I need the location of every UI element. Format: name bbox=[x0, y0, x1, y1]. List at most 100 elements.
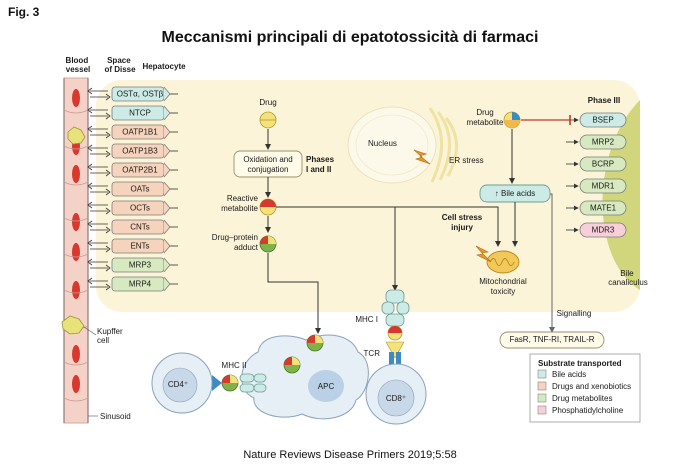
transporter-oatp1b1: OATP1B1 bbox=[87, 124, 178, 140]
er-membrane bbox=[436, 111, 451, 181]
legend-item: Drugs and xenobiotics bbox=[537, 381, 631, 391]
apc-label: APC bbox=[318, 382, 335, 391]
transporter-oatp2b1: OATP2B1 bbox=[87, 162, 178, 178]
tcr-icon bbox=[212, 375, 222, 391]
header-blood-line1: Blood bbox=[66, 56, 89, 65]
drug-label: Drug bbox=[259, 98, 276, 107]
red-blood-cell bbox=[72, 243, 80, 261]
transporter-label: OATP1B1 bbox=[122, 128, 158, 137]
transporter-box bbox=[579, 156, 627, 172]
header-disse: Space of Disse bbox=[104, 56, 136, 74]
legend-item: Drug metabolites bbox=[537, 393, 612, 403]
tcr-chain bbox=[389, 352, 394, 366]
transporter-label: OSTα, OSTβ bbox=[117, 90, 164, 99]
transporter-label: BSEP bbox=[592, 116, 613, 125]
transporter-box bbox=[579, 200, 627, 216]
arrowhead bbox=[105, 150, 111, 158]
drug-metabolite-label-1: Drug bbox=[476, 108, 493, 117]
tcr-chain bbox=[396, 352, 401, 366]
legend-swatch bbox=[537, 393, 547, 403]
er-stress-label: ER stress bbox=[449, 156, 484, 165]
cd8-cell bbox=[365, 363, 427, 425]
cd8-label: CD8⁺ bbox=[386, 394, 406, 403]
transporter-label: OATs bbox=[131, 185, 150, 194]
arrowhead bbox=[105, 169, 111, 177]
red-blood-cell bbox=[72, 345, 80, 363]
reactive-label-2: metabolite bbox=[221, 204, 258, 213]
oxidation-text-2: conjugation bbox=[248, 165, 289, 174]
cd4-label: CD4⁺ bbox=[168, 380, 188, 389]
phase-iii-label: Phase III bbox=[588, 96, 620, 105]
transporter-box bbox=[579, 222, 627, 238]
basolateral-transporters: OSTα, OSTβNTCPOATP1B1OATP1B3OATP2B1OATsO… bbox=[87, 86, 178, 292]
transporter-label: OCTs bbox=[130, 204, 150, 213]
header-disse-line2: of Disse bbox=[104, 65, 136, 74]
kupffer-cell-icon bbox=[61, 315, 85, 335]
arrowhead bbox=[87, 239, 93, 247]
kupffer-label: Kupffer cell bbox=[97, 327, 125, 345]
drug-icon bbox=[259, 111, 277, 129]
arrowhead bbox=[87, 125, 93, 133]
transporter-label: MRP2 bbox=[592, 138, 615, 147]
adduct-label-1: Drug–protein bbox=[212, 233, 258, 242]
red-blood-cell bbox=[72, 165, 80, 183]
mhc-i-label: MHC I bbox=[355, 315, 378, 324]
legend-item: Bile acids bbox=[537, 369, 586, 379]
vessel-endothelium bbox=[63, 181, 89, 186]
phases-label-1: Phases bbox=[306, 155, 335, 164]
vessel-endothelium bbox=[63, 253, 89, 258]
transporter-label: MDR1 bbox=[592, 182, 615, 191]
vessel-endothelium bbox=[63, 217, 89, 222]
arrowhead bbox=[105, 188, 111, 196]
transporter-label: ENTs bbox=[130, 242, 149, 251]
death-receptors-box bbox=[499, 331, 605, 349]
transporter-mrp4: MRP4 bbox=[87, 276, 178, 292]
figure-title: Meccanismi principali di epatotossicità … bbox=[161, 29, 538, 46]
arrowhead bbox=[87, 87, 93, 95]
transporter-oats: OATs bbox=[87, 181, 178, 197]
adduct-label-2: adduct bbox=[234, 243, 259, 252]
transporter-cnts: CNTs bbox=[87, 219, 178, 235]
legend-swatch bbox=[537, 369, 547, 379]
legend-label: Drug metabolites bbox=[552, 394, 612, 403]
figure-label: Fig. 3 bbox=[8, 5, 40, 19]
apc-nucleus bbox=[308, 370, 344, 402]
transporter-label: MATE1 bbox=[590, 204, 617, 213]
vessel-endothelium bbox=[63, 145, 89, 150]
bile-canaliculus-line1: Bile bbox=[620, 269, 634, 278]
legend-box bbox=[529, 353, 641, 423]
transporter-label: BCRP bbox=[592, 160, 614, 169]
cd4-cell bbox=[151, 352, 213, 414]
cell-stress-label-1: Cell stress bbox=[442, 213, 483, 222]
adduct-in-apc-icon bbox=[283, 356, 301, 374]
transporter-ents: ENTs bbox=[87, 238, 178, 254]
mhc-ii-peptide-icon bbox=[221, 374, 239, 392]
arrowhead bbox=[105, 207, 111, 215]
header-blood: Blood vessel bbox=[66, 56, 91, 74]
vessel-endothelium bbox=[63, 397, 89, 402]
vessel-endothelium bbox=[63, 109, 89, 114]
kupffer-pointer bbox=[83, 326, 97, 336]
arrowhead bbox=[87, 258, 93, 266]
citation: Nature Reviews Disease Primers 2019;5:58 bbox=[243, 449, 456, 461]
transporter-ntcp: NTCP bbox=[87, 105, 178, 121]
vessel-endothelium bbox=[63, 361, 89, 366]
drug-metabolite-icon bbox=[503, 111, 521, 129]
transporter-label: MRP4 bbox=[129, 280, 152, 289]
header-hepatocyte: Hepatocyte bbox=[142, 62, 186, 71]
vessel-endothelium bbox=[63, 289, 89, 294]
arrowhead bbox=[105, 264, 111, 272]
death-receptors-text: FasR, TNF-RI, TRAIL-R bbox=[509, 335, 594, 344]
bile-canaliculus-label: Bile canaliculus bbox=[608, 269, 648, 287]
arrowhead bbox=[105, 112, 111, 120]
transporter-label: NTCP bbox=[129, 109, 151, 118]
kupffer-cell-icon bbox=[67, 126, 86, 145]
arrowhead bbox=[87, 201, 93, 209]
transporter-box bbox=[579, 134, 627, 150]
sinusoid-label: Sinusoid bbox=[100, 412, 131, 421]
legend-title: Substrate transported bbox=[538, 359, 622, 368]
legend-label: Phosphatidylcholine bbox=[552, 406, 624, 415]
